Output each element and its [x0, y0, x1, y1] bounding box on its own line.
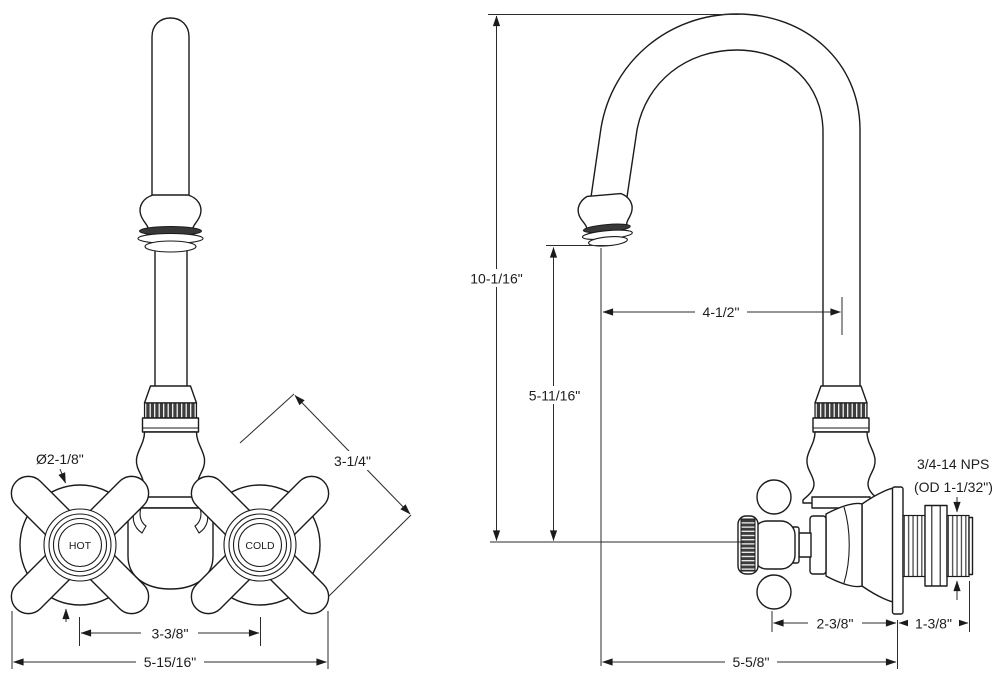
dim-thread-spec: 3/4-14 NPS (OD 1-1/32") — [914, 456, 993, 600]
dim-handle-width: 3-1/4" — [239, 393, 412, 597]
lock-nut — [924, 504, 948, 587]
dim-spout-reach: 4-1/2" — [602, 297, 843, 335]
dim-spout-height: 5-11/16" — [521, 245, 608, 666]
dim-label: 10-1/16" — [470, 271, 522, 287]
dim-backplate-diameter: Ø2-1/8" — [36, 451, 84, 622]
body-cone-side — [861, 486, 898, 604]
dim-label: 3-3/8" — [152, 626, 189, 642]
dim-label: 1-3/8" — [915, 616, 952, 632]
bell-rim-line — [843, 506, 850, 584]
dim-label: 5-11/16" — [529, 388, 580, 404]
shank-end-cap — [968, 516, 974, 576]
spout-outlet-collar — [577, 192, 633, 247]
dim-label: 5-15/16" — [144, 654, 196, 670]
spout-collar-front — [137, 194, 204, 253]
dim-handle-centers: 3-3/8" — [79, 617, 261, 646]
dim-handle-to-wall: 2-3/8" — [771, 611, 897, 632]
dim-shank-length: 1-3/8" — [897, 581, 970, 669]
dim-label: 4-1/2" — [703, 304, 740, 320]
gooseneck-spout — [590, 13, 861, 390]
body-bell-side — [825, 502, 863, 588]
hot-handle-label: HOT — [69, 540, 92, 552]
dim-overall-depth: 5-5/8" — [601, 653, 897, 671]
handle-ball-top — [756, 479, 792, 515]
dim-label: 2-3/8" — [817, 616, 854, 632]
handle-ball-bottom — [756, 574, 792, 610]
front-view: HOT COLD Ø2-1/8" 3-1/4" 3-3/8" 5- — [3, 17, 412, 671]
cold-handle-label: COLD — [245, 540, 275, 552]
thread-spec-line1: 3/4-14 NPS — [917, 456, 989, 472]
shank-threads-outer — [946, 514, 970, 578]
dim-label: 5-5/8" — [733, 654, 770, 670]
wall-flange — [891, 486, 904, 615]
spout-riser-front — [154, 251, 188, 390]
dim-overall-height: 10-1/16" — [463, 14, 744, 543]
coupling-nut-side — [802, 385, 880, 504]
bonnet-side — [809, 515, 827, 575]
handle-side — [737, 479, 796, 610]
thread-spec-line2: (OD 1-1/32") — [914, 479, 993, 495]
spout-tube-front — [151, 17, 190, 197]
shank-threads-inner — [902, 514, 926, 578]
faucet-body-front — [127, 507, 214, 590]
side-view: 10-1/16" 5-11/16" 4-1/2" 3/4-14 NPS (OD … — [463, 13, 993, 671]
dim-label: 3-1/4" — [334, 453, 371, 469]
dim-overall-width: 5-15/16" — [11, 611, 329, 671]
valve-stem-side — [798, 532, 812, 558]
dim-label: Ø2-1/8" — [36, 451, 84, 467]
